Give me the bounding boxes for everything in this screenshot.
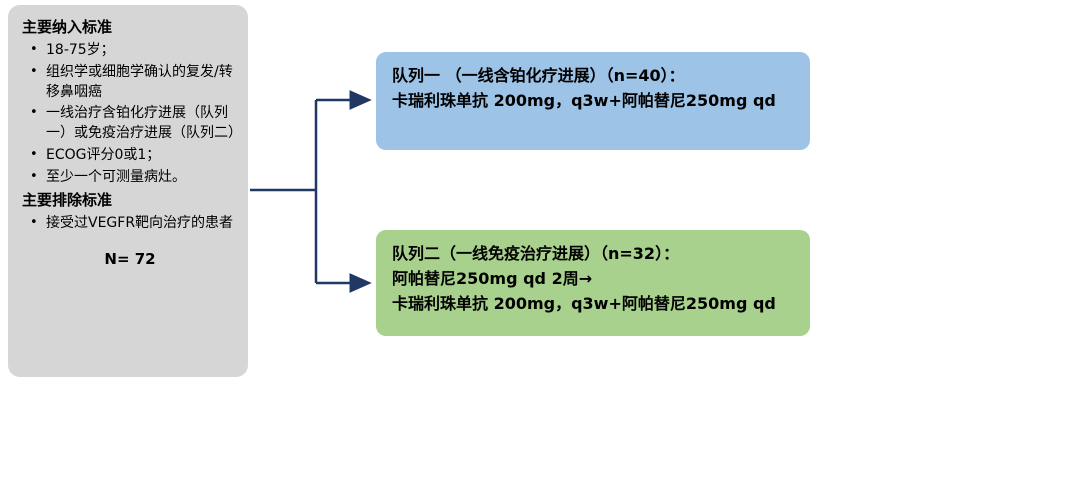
cohort1-box: 队列一 （一线含铂化疗进展）（n=40）： 卡瑞利珠单抗 200mg，q3w+阿…: [376, 52, 810, 150]
cohort1-title: 队列一 （一线含铂化疗进展）（n=40）：: [392, 66, 685, 85]
inclusion-item: ECOG评分0或1；: [30, 146, 238, 166]
cohort2-regimen: 卡瑞利珠单抗 200mg，q3w+阿帕替尼250mg qd: [392, 293, 776, 313]
cohort2-lead-in: 阿帕替尼250mg qd 2周→: [392, 268, 593, 288]
inclusion-item: 组织学或细胞学确认的复发/转移鼻咽癌: [30, 63, 238, 103]
cohort2-box: 队列二（一线免疫治疗进展）（n=32）： 阿帕替尼250mg qd 2周→ 卡瑞…: [376, 230, 810, 336]
exclusion-criteria-list: 接受过VEGFR靶向治疗的患者: [22, 214, 238, 234]
inclusion-item: 18-75岁；: [30, 41, 238, 61]
eligibility-criteria-box: 主要纳入标准 18-75岁； 组织学或细胞学确认的复发/转移鼻咽癌 一线治疗含铂…: [8, 5, 248, 377]
inclusion-criteria-heading: 主要纳入标准: [22, 18, 113, 36]
total-enrollment-label: N= 72: [104, 249, 156, 268]
exclusion-item: 接受过VEGFR靶向治疗的患者: [30, 214, 238, 234]
exclusion-criteria-heading: 主要排除标准: [22, 190, 113, 209]
cohort1-regimen: 卡瑞利珠单抗 200mg，q3w+阿帕替尼250mg qd: [392, 90, 776, 110]
inclusion-item: 一线治疗含铂化疗进展（队列一）或免疫治疗进展（队列二）: [30, 104, 242, 144]
inclusion-criteria-list: 18-75岁； 组织学或细胞学确认的复发/转移鼻咽癌 一线治疗含铂化疗进展（队列…: [22, 41, 242, 188]
cohort2-title: 队列二（一线免疫治疗进展）（n=32）：: [392, 244, 680, 263]
inclusion-item: 至少一个可测量病灶。: [30, 168, 238, 188]
